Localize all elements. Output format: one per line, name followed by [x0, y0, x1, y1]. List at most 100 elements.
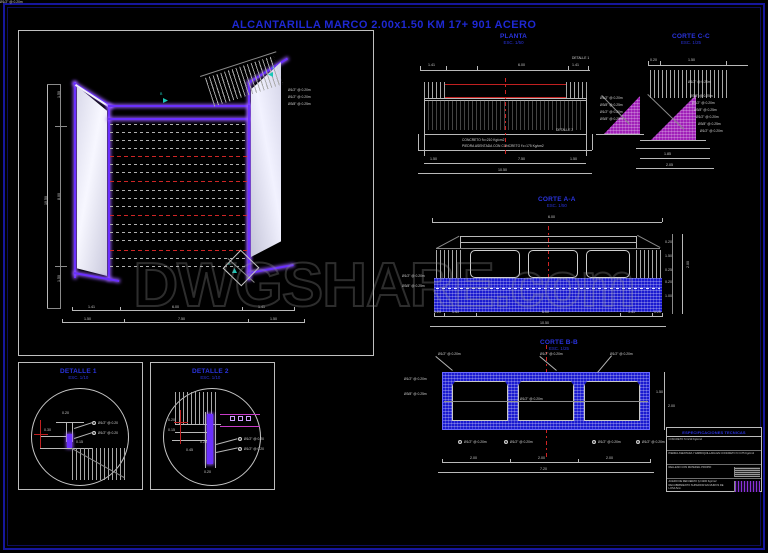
dim-tick: [434, 313, 435, 317]
specs-row-fill: RELLENO CON MATERIAL PROPIO: [667, 465, 761, 479]
detalle-1-circle: [31, 388, 129, 486]
corte-aa-rdim-2: 0.25: [665, 268, 672, 272]
iso-rebar-line: [110, 124, 248, 125]
planta-dim-line-top: [420, 70, 590, 71]
detalle-2-title: DETALLE 2 ESC. 1/10: [192, 368, 229, 380]
corte-aa-note-2: Ø3/8" @ 0.25m: [402, 284, 425, 288]
corte-cc-base2: [636, 148, 710, 149]
dim-tick: [648, 61, 649, 65]
corte-bb-ct-1: Ø1/2" @ 0.20m: [540, 352, 563, 356]
det2-line-l1: [175, 432, 207, 433]
iso-dim-v1: 1.50: [57, 91, 61, 98]
corte-bb-bubble-3: 3: [592, 440, 596, 444]
detalle-1-label: DETALLE 1: [60, 368, 97, 375]
corte-cc-dim-4: 2.05: [666, 163, 673, 167]
planta-dim-bot-2: 7.50: [518, 157, 525, 161]
corte-cc-dim-line: [648, 65, 748, 66]
corte-aa-label: CORTE A-A: [538, 196, 576, 203]
dim-tick: [62, 319, 63, 323]
corte-cc-backfill-hatch: [650, 70, 728, 98]
planta-dim-bot-total: 10.50: [498, 168, 507, 172]
iso-dim-u3: 1.41: [258, 305, 265, 309]
corte-bb-dim-line-total: [438, 472, 654, 473]
corte-aa-dim-top: 6.00: [548, 215, 555, 219]
section-marker-b-label: B: [160, 92, 163, 96]
iso-rebar-line-accent: [110, 250, 248, 251]
corte-aa-bdim-1: 1.41: [452, 310, 459, 314]
dim-tick: [477, 66, 478, 70]
det2-line-top: [175, 424, 221, 425]
corte-aa-rdim-1: 1.50: [665, 254, 672, 258]
planta-dim-top-1: 1.41: [428, 63, 435, 67]
corte-aa-rdim-0: 0.20: [665, 240, 672, 244]
corte-cc-title: CORTE C-C ESC. 1/25: [672, 33, 710, 45]
det2-box-1: [230, 416, 235, 421]
iso-rebar-line: [110, 172, 248, 173]
iso-rebar-line-accent: [110, 156, 248, 157]
corte-bb-rdim-0: 1.50: [656, 390, 663, 394]
corte-cc-callout-7: Ø1/2" @ 0.20m: [700, 129, 723, 133]
planta-centerline: [505, 78, 506, 156]
corte-bb-cb-3: Ø1/2" @ 0.20m: [642, 440, 665, 444]
iso-rebar-line-accent: [110, 181, 248, 182]
dim-tick: [304, 319, 305, 323]
specs-row-stone: PIEDRA ASENTADA Y EMBOQUILLADA EN CONCRE…: [667, 451, 761, 465]
corte-aa-wing-hatch-left: [436, 250, 462, 278]
iso-dim-chain-lower: [62, 322, 304, 323]
specs-row-steel: ACERO DE REFUERZO fy=4200 Kg/cm2 RECUBRI…: [667, 479, 761, 493]
dim-tick: [72, 307, 73, 311]
planta-wing-hatch-right: [566, 82, 588, 98]
det1-rebar-0: Ø1/2" @ 0.20: [98, 421, 118, 425]
section-marker-b-arrow: [163, 98, 168, 103]
corte-aa-slab-top: [460, 236, 636, 237]
detalle-2-panel: [150, 362, 275, 490]
dim-tick: [420, 66, 421, 70]
iso-dim-u1: 1.41: [88, 305, 95, 309]
corte-aa-rdim-3: 0.20: [665, 280, 672, 284]
section-marker-a-label: A: [228, 262, 231, 266]
dim-tick: [476, 313, 477, 317]
iso-rebar-line: [110, 240, 248, 241]
corte-aa-dim-right-inner: [672, 234, 673, 314]
isometric-view-panel: [18, 30, 374, 356]
dim-tick: [55, 266, 67, 267]
corte-cc-dim-2: 1.50: [688, 58, 695, 62]
specs-text-steel: ACERO DE REFUERZO fy=4200 Kg/cm2 RECUBRI…: [668, 480, 724, 490]
specs-header: ESPECIFICACIONES TECNICAS: [667, 428, 761, 437]
corte-cc-dim-1: 0.20: [650, 58, 657, 62]
iso-rebar-line: [110, 232, 248, 233]
corte-cc-left-callout-2: Ø1/2" @ 0.20m: [600, 110, 623, 114]
det2-dim-3: 0.25: [200, 440, 207, 444]
detalle-1-panel: [18, 362, 143, 490]
det1-dim-0: 0.20: [62, 411, 69, 415]
corte-bb-bdim-total: 7.20: [540, 467, 547, 471]
planta-title: PLANTA ESC. 1/50: [500, 33, 527, 45]
iso-rebar-line: [110, 266, 248, 267]
planta-dim-top-3: 1.41: [572, 63, 579, 67]
det2-wall-right: [215, 412, 216, 468]
det2-box-3: [246, 416, 251, 421]
det1-dim-2: 0.15: [76, 440, 83, 444]
corte-aa-bdim-total: 10.50: [540, 321, 549, 325]
corte-cc-callout-1: Ø1/2" @ 0.20m: [0, 0, 23, 4]
dim-tick: [620, 313, 621, 317]
corte-aa-dim-bot-2: [430, 326, 666, 327]
corte-bb-cl-0: Ø1/2" @ 0.20m: [404, 377, 427, 381]
planta-dim-bot-3: 1.50: [570, 157, 577, 161]
iso-edge-top-slab-back: [108, 118, 250, 120]
corte-aa-bdim-3: 1.41: [628, 310, 635, 314]
dim-tick: [124, 319, 125, 323]
corte-bb-dim-line: [442, 462, 650, 463]
corte-cc-dim-bot: [640, 158, 710, 159]
planta-dim-top-2: 6.00: [518, 63, 525, 67]
planta-dim-line-bot: [424, 163, 586, 164]
corte-cc-scale: ESC. 1/25: [680, 40, 701, 45]
dim-tick: [662, 218, 663, 222]
det1-red-horz: [34, 434, 48, 435]
dim-tick: [242, 307, 243, 311]
corte-aa-slab-right: [636, 236, 637, 248]
dim-tick: [662, 313, 663, 317]
det1-line-base: [40, 448, 92, 449]
dim-tick: [446, 66, 447, 70]
det2-box-2: [238, 416, 243, 421]
